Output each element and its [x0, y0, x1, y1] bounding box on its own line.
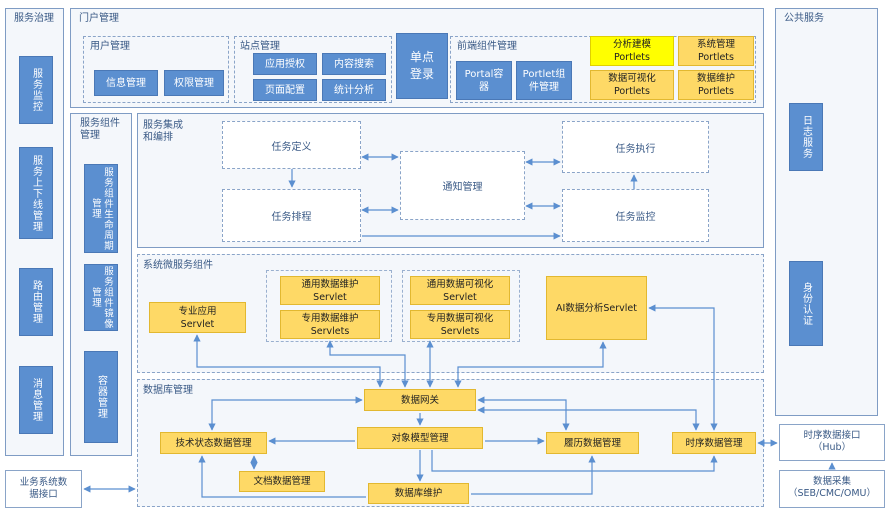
sso-button[interactable]: 单点 登录: [396, 33, 448, 99]
stats-analysis-button[interactable]: 统计分析: [322, 79, 386, 101]
timeseries-data-node[interactable]: 时序数据管理: [672, 432, 756, 454]
timeseries-interface-box[interactable]: [779, 424, 885, 461]
page-config-button[interactable]: 页面配置: [253, 79, 317, 101]
info-mgmt-button[interactable]: 信息管理: [94, 70, 158, 96]
edge-gateway-timeseries: [477, 406, 700, 431]
service-components-title: 服务组件 管理: [80, 118, 120, 141]
general-data-vis-servlet[interactable]: 通用数据可视化 Servlet: [410, 276, 510, 305]
object-model-node[interactable]: 对象模型管理: [357, 427, 483, 449]
data-gateway-node[interactable]: 数据网关: [364, 389, 476, 411]
message-mgmt-button[interactable]: 消息管理: [19, 366, 53, 434]
task-definition-node[interactable]: 任务定义: [222, 121, 361, 169]
task-execution-node[interactable]: 任务执行: [562, 121, 709, 173]
portal-container-button[interactable]: Portal容 器: [456, 61, 512, 100]
service-governance-title: 服务治理: [14, 13, 54, 24]
identity-auth-button[interactable]: 身份认证: [789, 261, 823, 346]
timeseries-interface-label: 时序数据接口 （Hub）: [803, 430, 861, 453]
professional-app-servlet[interactable]: 专业应用 Servlet: [149, 302, 246, 333]
biz-interface-box[interactable]: [5, 470, 82, 508]
data-vis-portlets[interactable]: 数据可视化 Portlets: [590, 70, 674, 100]
edge-maint-gateway: [326, 340, 409, 388]
public-service-title: 公共服务: [784, 13, 824, 24]
database-title: 数据库管理: [143, 385, 193, 396]
content-search-button[interactable]: 内容搜索: [322, 53, 386, 75]
special-data-vis-servlets[interactable]: 专用数据可视化 Servlets: [410, 310, 510, 339]
data-maint-portlets[interactable]: 数据维护 Portlets: [678, 70, 754, 100]
notification-mgmt-node[interactable]: 通知管理: [400, 151, 525, 220]
document-data-node[interactable]: 文档数据管理: [239, 471, 325, 492]
task-monitor-node[interactable]: 任务监控: [562, 189, 709, 242]
portlet-component-button[interactable]: Portlet组 件管理: [516, 61, 572, 100]
edge-gateway-resume: [477, 396, 570, 431]
user-mgmt-title: 用户管理: [90, 41, 130, 52]
biz-interface-label: 业务系统数 据接口: [19, 477, 68, 500]
system-mgmt-portlets[interactable]: 系统管理 Portlets: [678, 36, 754, 66]
edge-dbmaint-resume: [471, 455, 596, 495]
log-service-button[interactable]: 日志服务: [789, 103, 823, 171]
microservices-title: 系统微服务组件: [143, 260, 213, 271]
frontend-mgmt-title: 前端组件管理: [457, 41, 517, 52]
edge-model-timeseries: [431, 450, 718, 472]
data-collection-label: 数据采集 （SEB/CMC/OMU）: [787, 476, 877, 499]
db-maintenance-node[interactable]: 数据库维护: [368, 483, 469, 504]
general-data-maint-servlet[interactable]: 通用数据维护 Servlet: [280, 276, 380, 305]
container-mgmt-button[interactable]: 容器管理: [84, 351, 118, 443]
edge-ai-gateway: [454, 341, 607, 388]
component-lifecycle-button[interactable]: 服务组件生命周期管理: [84, 164, 118, 253]
resume-data-node[interactable]: 履历数据管理: [546, 432, 639, 454]
edge-ai-timeseries: [648, 304, 718, 431]
routing-mgmt-button[interactable]: 路由管理: [19, 268, 53, 336]
edge-dbmaint-techstate: [198, 455, 366, 498]
portal-title: 门户管理: [79, 13, 119, 24]
tech-state-data-node[interactable]: 技术状态数据管理: [160, 432, 267, 454]
component-image-button[interactable]: 服务组件镜像管理: [84, 264, 118, 331]
analysis-modeling-portlets[interactable]: 分析建模 Portlets: [590, 36, 674, 66]
ai-analysis-servlet[interactable]: AI数据分析Servlet: [546, 276, 647, 340]
task-scheduling-node[interactable]: 任务排程: [222, 189, 361, 242]
edge-prof-gateway: [193, 334, 384, 388]
service-monitor-button[interactable]: 服务监控: [19, 56, 53, 124]
service-online-offline-button[interactable]: 服务上下线管理: [19, 147, 53, 239]
app-authorization-button[interactable]: 应用授权: [253, 53, 317, 75]
edge-gateway-techstate: [208, 396, 363, 431]
site-mgmt-title: 站点管理: [240, 41, 280, 52]
permission-mgmt-button[interactable]: 权限管理: [164, 70, 224, 96]
orchestration-title: 服务集成 和编排: [143, 120, 183, 143]
public-service-panel: [775, 8, 878, 416]
data-collection-box[interactable]: [779, 470, 885, 508]
